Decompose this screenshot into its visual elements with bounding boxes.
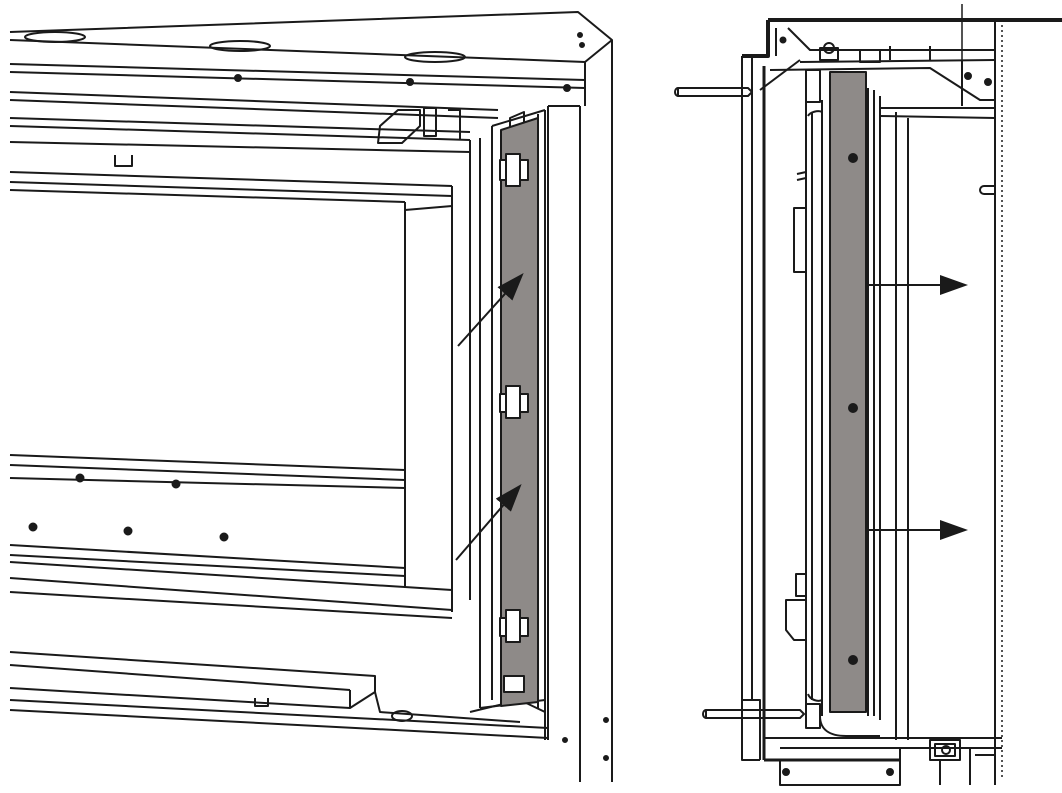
screw (848, 655, 858, 665)
top-rod (677, 87, 753, 97)
screw (75, 473, 85, 483)
arrow-icon (457, 273, 524, 347)
top-opening (404, 51, 466, 63)
panel-clip (805, 69, 821, 103)
top-opening (24, 31, 86, 43)
right-side-wall (547, 40, 613, 782)
panel-clip (805, 703, 821, 729)
bottom-rod (705, 709, 805, 719)
outer-walls (741, 56, 766, 761)
panel-clips (499, 153, 529, 693)
front-view (9, 11, 613, 782)
screw (28, 522, 38, 532)
side-view (674, 4, 1062, 786)
screw (563, 84, 571, 92)
arrow-icon (455, 483, 522, 561)
screw (848, 403, 858, 413)
inner-assembly (785, 86, 996, 740)
screw (171, 479, 181, 489)
bottom-base (9, 651, 549, 739)
top-frame (9, 11, 613, 106)
lower-section (9, 454, 453, 619)
top-frame (742, 4, 1062, 780)
screw (848, 153, 858, 163)
bottom-base (764, 715, 1002, 786)
glass-opening (404, 140, 471, 612)
upper-rails (9, 91, 499, 203)
screw (406, 78, 414, 86)
side-panel-highlight (829, 71, 867, 713)
screw (219, 532, 229, 542)
top-hardware (759, 36, 996, 119)
top-opening (209, 40, 271, 52)
screw (234, 74, 242, 82)
screw (123, 526, 133, 536)
bracket (377, 109, 421, 144)
